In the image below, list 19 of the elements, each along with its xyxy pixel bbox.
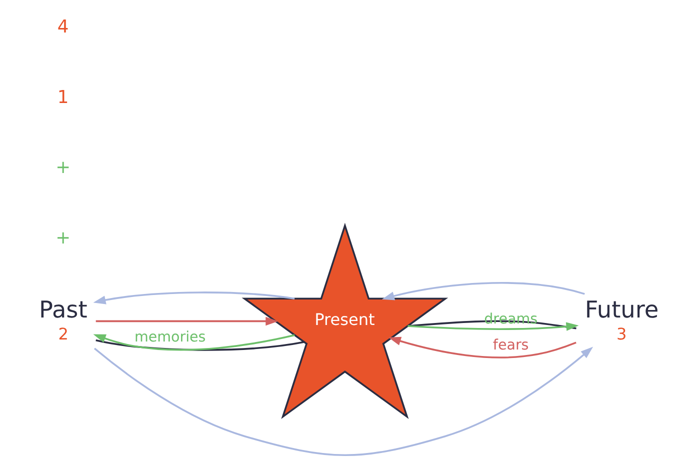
connector	[96, 339, 304, 351]
arrow	[94, 346, 594, 456]
arrow	[382, 282, 585, 300]
arrow	[93, 292, 295, 304]
edge-label: memories	[134, 330, 206, 346]
label: 4	[57, 16, 69, 38]
label: +	[56, 228, 71, 249]
node-label: 2	[58, 324, 68, 344]
label: 1	[57, 86, 69, 108]
arrow	[408, 322, 579, 331]
arrow	[93, 334, 295, 351]
node-text: Past	[39, 296, 88, 324]
label: +	[56, 157, 71, 178]
node-label: 3	[616, 324, 627, 344]
connector	[408, 320, 576, 330]
arrow	[388, 336, 576, 358]
arrow	[96, 316, 278, 326]
edge-label: fears	[492, 338, 529, 354]
node-text: Future	[584, 296, 659, 324]
